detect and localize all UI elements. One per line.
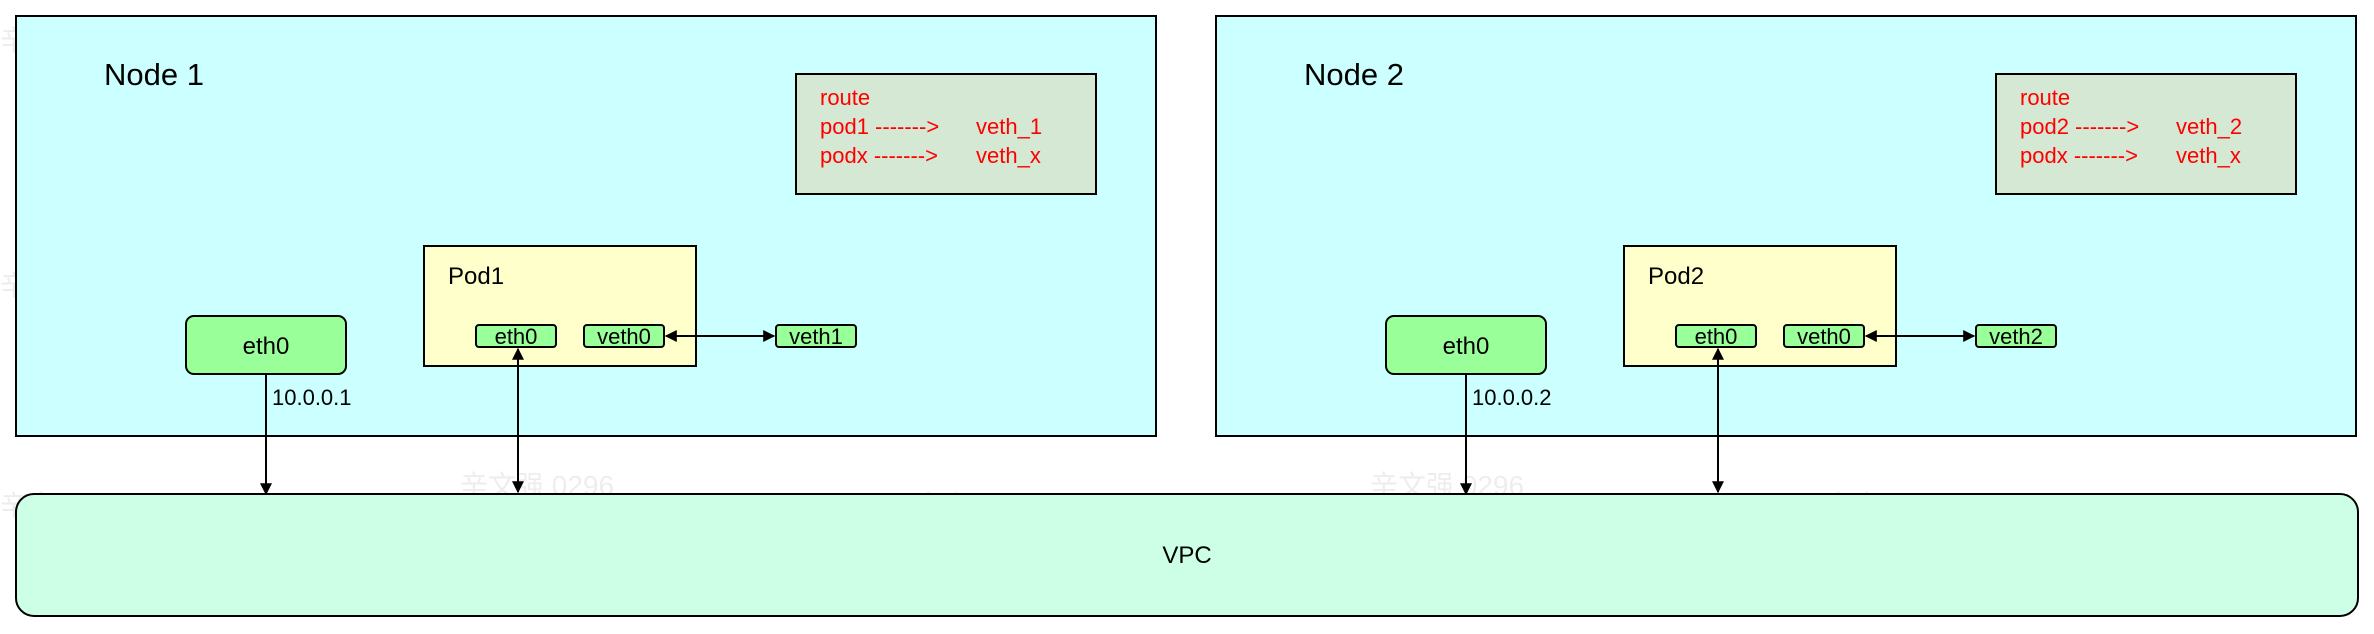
vpc: VPC	[15, 493, 2359, 617]
route-entry-dest: pod2 ------->	[2020, 114, 2139, 139]
node-2: Node 2 route pod2 -------> veth_2 podx -…	[1215, 15, 2357, 437]
pod-2-eth0-box	[1675, 324, 1757, 348]
route-header: route	[820, 85, 870, 110]
pod-1-eth0-label: eth0	[495, 324, 538, 349]
node-1-ip-label: 10.0.0.1	[272, 385, 352, 410]
pod-2: Pod2 eth0 veth0	[1623, 245, 1897, 367]
route-entry-target: veth_1	[976, 114, 1042, 139]
route-entry-dest: podx ------->	[2020, 143, 2138, 168]
pod-2-veth0-box	[1783, 324, 1865, 348]
vpc-box	[15, 493, 2359, 617]
route-table-box	[795, 73, 1097, 195]
vpc-label: VPC	[1162, 542, 1211, 569]
connectors	[260, 330, 1976, 496]
pod-1-veth0-label: veth0	[597, 324, 651, 349]
route-entry-dest: podx ------->	[820, 143, 938, 168]
route-entry-target: veth_x	[976, 143, 1041, 168]
pod-1-eth0-box	[475, 324, 557, 348]
route-entry-target: veth_x	[2176, 143, 2241, 168]
node-2-ip-label: 10.0.0.2	[1472, 385, 1552, 410]
route-header: route	[2020, 85, 2070, 110]
route-entry-target: veth_2	[2176, 114, 2242, 139]
node-1-veth-host-box	[775, 324, 857, 348]
node-2-title: Node 2	[1304, 57, 1404, 92]
pod-2-eth0-label: eth0	[1695, 324, 1738, 349]
node-1-veth-host-label: veth1	[789, 324, 843, 349]
node-1: Node 1 route pod1 -------> veth_1 podx -…	[15, 15, 1157, 437]
pod-1-label: Pod1	[448, 263, 504, 290]
node-2-veth-host-label: veth2	[1989, 324, 2043, 349]
route-entry-dest: pod1 ------->	[820, 114, 939, 139]
pod-1: Pod1 eth0 veth0	[423, 245, 697, 367]
pod-1-veth0-box	[583, 324, 665, 348]
pod-2-label: Pod2	[1648, 263, 1704, 290]
node-2-veth-host-box	[1975, 324, 2057, 348]
node-1-route-table: route pod1 -------> veth_1 podx ------->…	[795, 73, 1097, 195]
node-2-eth0-label: eth0	[1443, 333, 1490, 360]
node-1-title: Node 1	[104, 57, 204, 92]
pod-2-veth0-label: veth0	[1797, 324, 1851, 349]
node-2-route-table: route pod2 -------> veth_2 podx ------->…	[1995, 73, 2297, 195]
route-table-box	[1995, 73, 2297, 195]
node-1-eth0-label: eth0	[243, 333, 290, 360]
